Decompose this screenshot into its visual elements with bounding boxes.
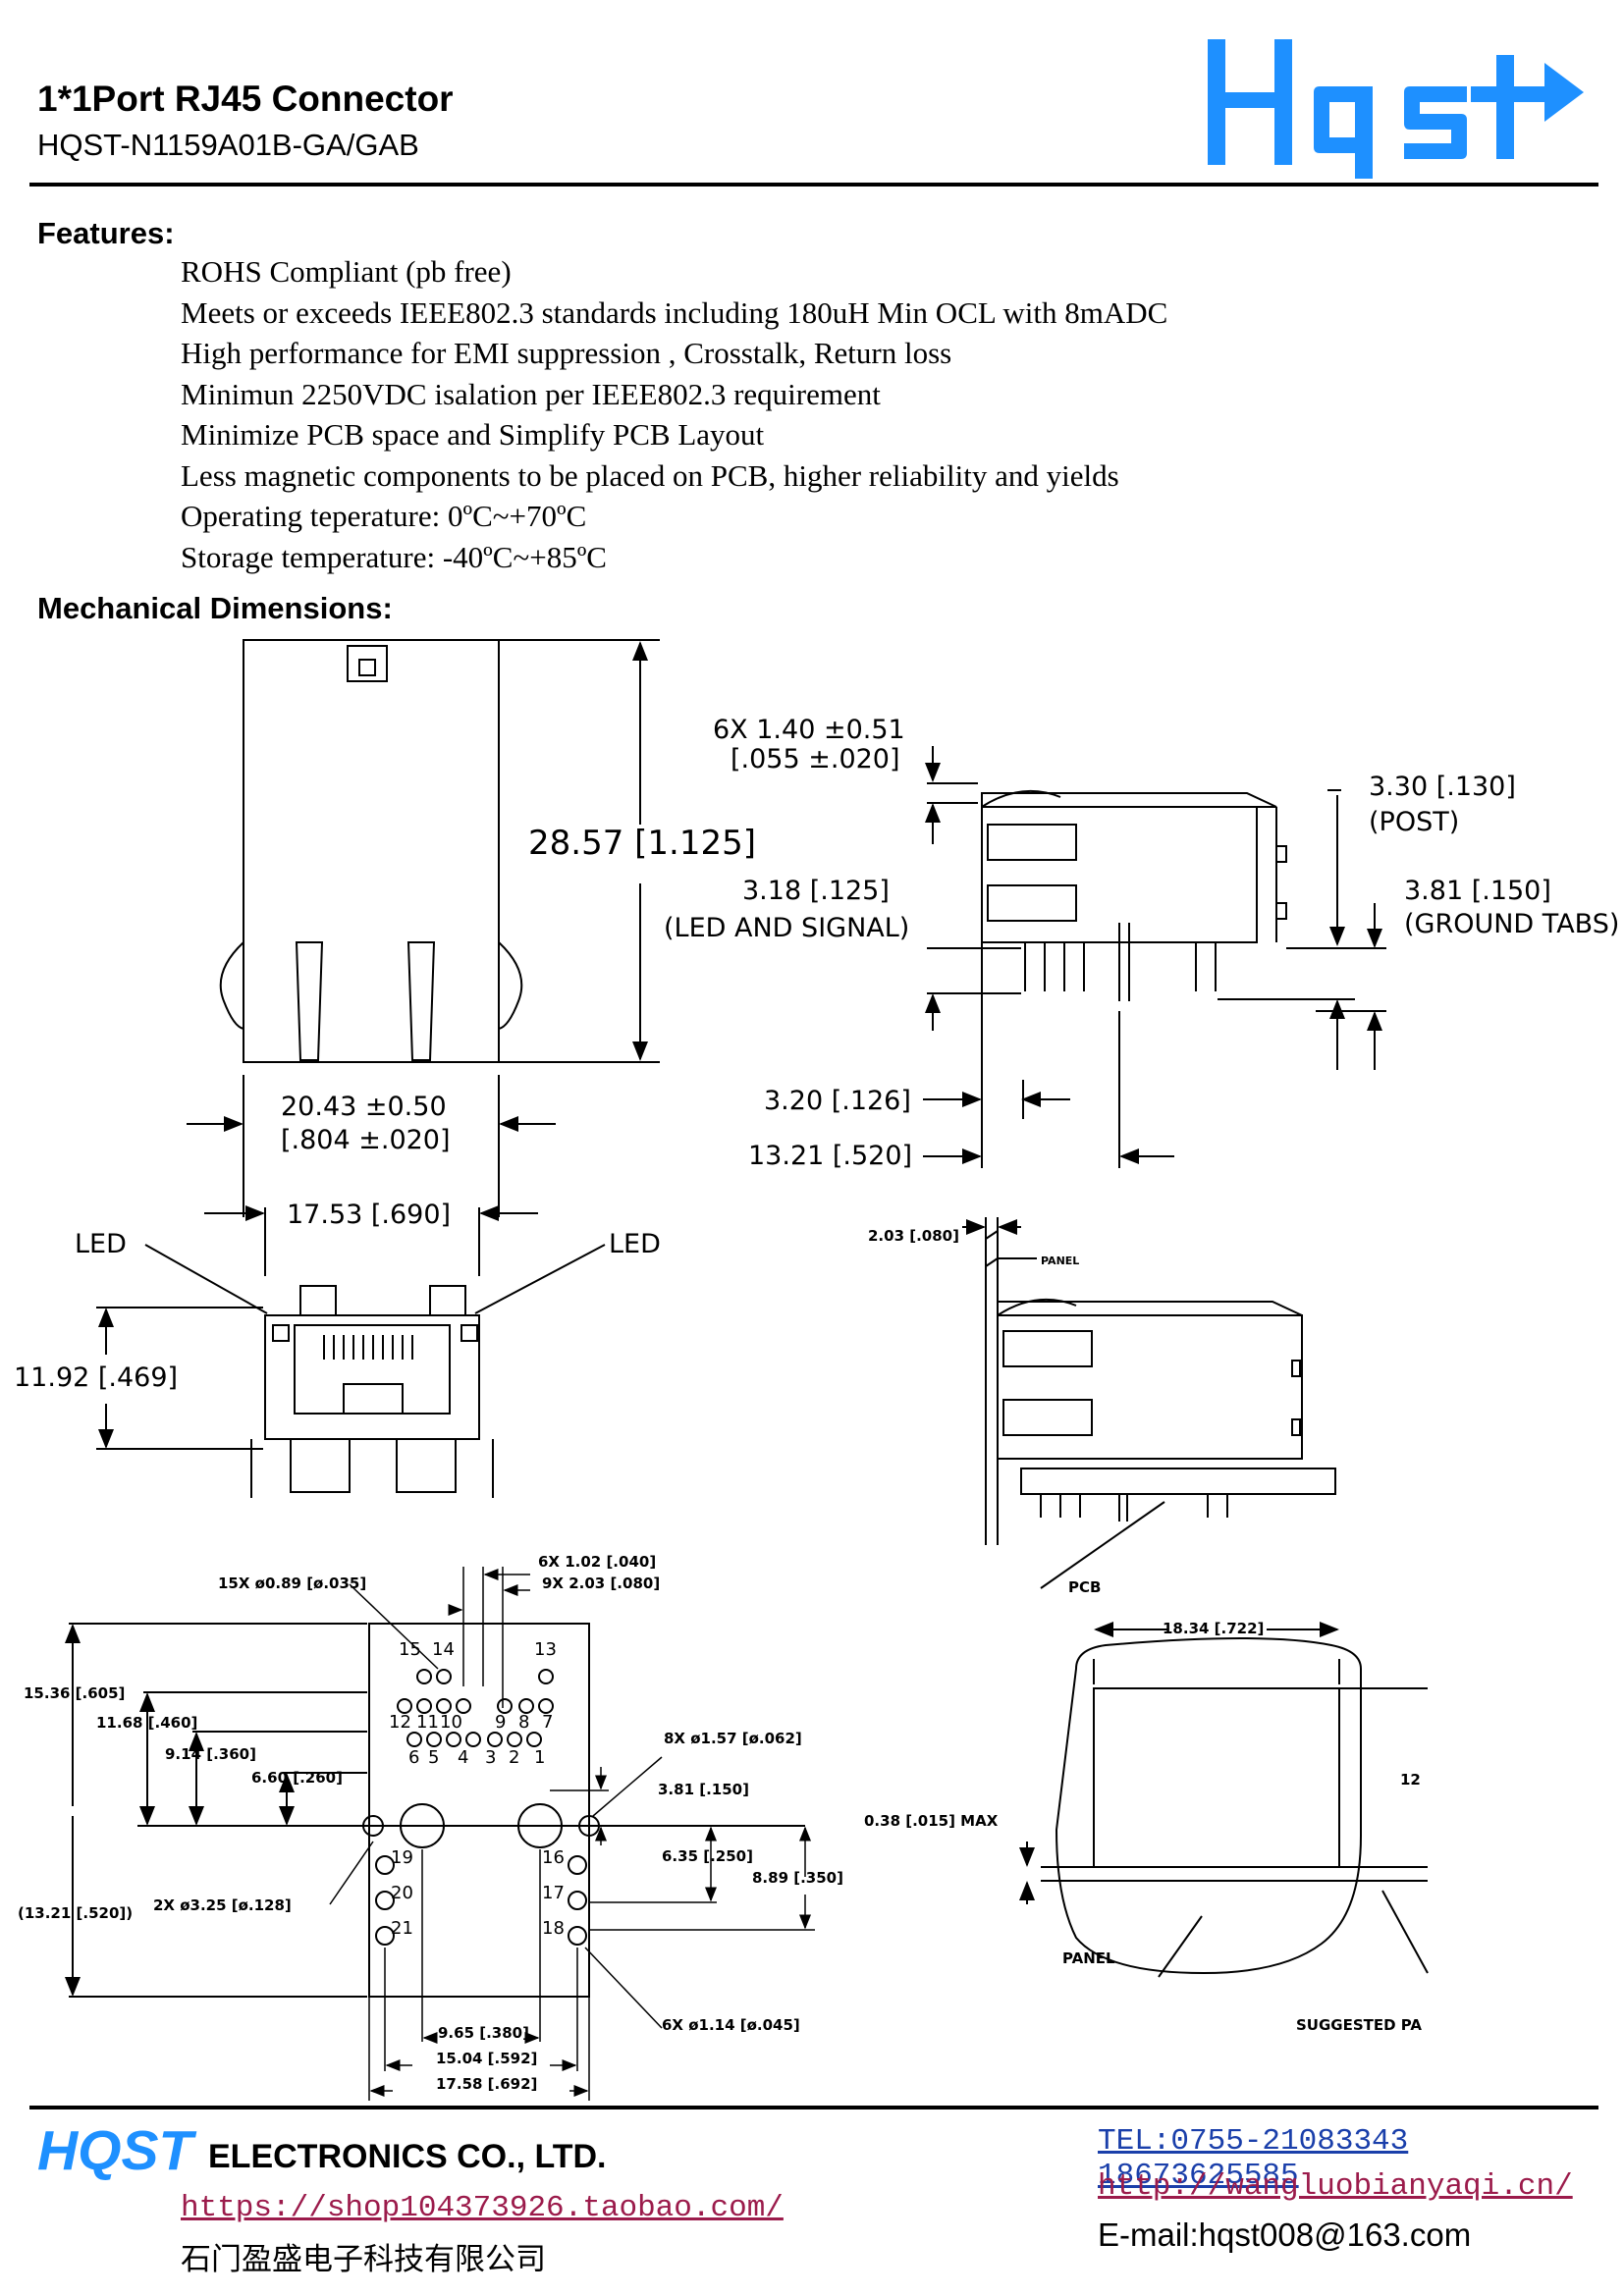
feature-item: Meets or exceeds IEEE802.3 standards inc… (181, 294, 1168, 330)
pin-label: 19 (391, 1847, 413, 1868)
feature-item: Operating teperature: 0ºC~+70ºC (181, 499, 587, 533)
dim-y-889: 8.89 [.350] (752, 1869, 843, 1887)
mechanical-drawing: 28.57 [1.125] 6X 1.40 ±0.51 [.055 ±.020]… (14, 639, 1619, 2101)
dim-max-gap: 0.38 [.015] MAX (864, 1812, 999, 1830)
footer-company: ELECTRONICS CO., LTD. (208, 2138, 607, 2175)
dim-15x: 15X ø0.89 [ø.035] (218, 1575, 366, 1592)
dim-x-965: 9.65 [.380] (438, 2024, 529, 2042)
phone-link[interactable]: TEL:0755-21083343 18673625585 (1098, 2124, 1409, 2193)
pin-label: 7 (542, 1712, 553, 1733)
dim-y-1321: (13.21 [.520]) (18, 1904, 133, 1922)
pin-label: 21 (391, 1918, 413, 1939)
footer-brand: HQST (37, 2119, 193, 2182)
dim-8x: 8X ø1.57 [ø.062] (664, 1730, 802, 1747)
feature-item: Minimun 2250VDC isalation per IEEE802.3 … (181, 376, 881, 411)
dim-y-660: 6.60 [.260] (251, 1769, 343, 1787)
dim-6x-pitch: 6X 1.02 [.040] (538, 1553, 656, 1571)
header-rule (29, 183, 1598, 187)
part-number: HQST-N1159A01B-GA/GAB (37, 128, 419, 162)
dim-x-1758: 17.58 [.692] (436, 2075, 537, 2093)
pin-label: 5 (428, 1747, 439, 1768)
dim-led-label: (LED AND SIGNAL) (664, 913, 909, 943)
pcb-label: PCB (1068, 1578, 1101, 1596)
panel-side-view (962, 1217, 1336, 1589)
side-view (923, 746, 1386, 1168)
pin-label: 15 (399, 1639, 421, 1660)
feature-item: Minimize PCB space and Simplify PCB Layo… (181, 417, 765, 452)
feature-item: High performance for EMI suppression , C… (181, 336, 952, 370)
footer-rule (29, 2106, 1598, 2109)
dim-width: 20.43 ±0.50 (281, 1092, 447, 1122)
dim-pin-len: 6X 1.40 ±0.51 (713, 715, 905, 745)
pin-label: 10 (440, 1712, 462, 1733)
dim-post-label: (POST) (1369, 807, 1459, 837)
pin-grid (362, 1669, 600, 1946)
dim-1321: 13.21 [.520] (748, 1141, 912, 1171)
pin-label: 13 (534, 1639, 557, 1660)
dim-9x-pitch: 9X 2.03 [.080] (542, 1575, 660, 1592)
dim-6x-holes: 6X ø1.14 [ø.045] (662, 2016, 800, 2034)
top-view (219, 639, 660, 1063)
led-left-label: LED (75, 1229, 127, 1259)
dim-320: 3.20 [.126] (764, 1086, 911, 1116)
dim-panel-width: 18.34 [.722] (1163, 1620, 1264, 1637)
website-link[interactable]: http://wangluobianyaqi.cn/ (1098, 2169, 1573, 2204)
features-list: ROHS Compliant (pb free) Meets or exceed… (181, 251, 1167, 577)
panel-label: PANEL (1041, 1255, 1079, 1267)
pin-label: 14 (432, 1639, 455, 1660)
pin-label: 4 (458, 1747, 468, 1768)
front-view (96, 1075, 606, 1498)
dim-panel-r: 12 (1400, 1771, 1421, 1789)
pin-label: 17 (542, 1883, 565, 1903)
pin-label: 11 (416, 1712, 439, 1733)
feature-item: Storage temperature: -40ºC~+85ºC (181, 539, 607, 574)
pin-label: 12 (389, 1712, 411, 1733)
dim-y-1536: 15.36 [.605] (24, 1684, 125, 1702)
pcb-layout (65, 1567, 815, 2101)
led-right-label: LED (609, 1229, 661, 1259)
dim-y-1168: 11.68 [.460] (96, 1714, 197, 1732)
dim-led: 3.18 [.125] (742, 876, 890, 906)
dim-x-1504: 15.04 [.592] (436, 2050, 537, 2067)
dim-width-inch: [.804 ±.020] (281, 1125, 451, 1155)
panel-cut-label: PANEL (1062, 1949, 1115, 1967)
pin-label: 3 (485, 1747, 496, 1768)
document-title: 1*1Port RJ45 Connector (37, 79, 454, 119)
dim-panel-gap: 2.03 [.080] (868, 1227, 959, 1245)
dim-gnd-label: (GROUND TABS) (1404, 909, 1619, 939)
mechanical-heading: Mechanical Dimensions: (37, 591, 393, 625)
pin-label: 16 (542, 1847, 565, 1868)
pin-label: 20 (391, 1883, 413, 1903)
pin-label: 18 (542, 1918, 565, 1939)
dim-2x: 2X ø3.25 [ø.128] (153, 1896, 292, 1914)
pin-label: 2 (509, 1747, 519, 1768)
dim-gnd: 3.81 [.150] (1404, 876, 1551, 906)
feature-item: Less magnetic components to be placed on… (181, 457, 1119, 493)
dim-inner-width: 17.53 [.690] (287, 1200, 451, 1230)
pin-label: 9 (495, 1712, 506, 1733)
hqst-logo (1208, 39, 1584, 179)
features-heading: Features: (37, 216, 175, 250)
email-text: E-mail:hqst008@163.com (1098, 2216, 1472, 2253)
feature-item: ROHS Compliant (pb free) (181, 254, 512, 289)
dim-y-381: 3.81 [.150] (658, 1781, 749, 1798)
suggested-label: SUGGESTED PA (1296, 2016, 1422, 2034)
dim-pin-len-inch: [.055 ±.020] (731, 744, 900, 774)
dim-height: 28.57 [1.125] (528, 824, 756, 863)
dim-front-height: 11.92 [.469] (14, 1362, 178, 1393)
dim-post: 3.30 [.130] (1369, 772, 1516, 802)
dim-y-635: 6.35 [.250] (662, 1847, 753, 1865)
dim-y-914: 9.14 [.360] (165, 1745, 256, 1763)
panel-cutout-view (1019, 1622, 1429, 1978)
shop-link[interactable]: https://shop104373926.taobao.com/ (181, 2191, 784, 2225)
pin-label: 8 (518, 1712, 529, 1733)
pin-label: 1 (534, 1747, 545, 1768)
company-chinese-name: 石门盈盛电子科技有限公司 (181, 2242, 546, 2277)
pin-label: 6 (408, 1747, 419, 1768)
